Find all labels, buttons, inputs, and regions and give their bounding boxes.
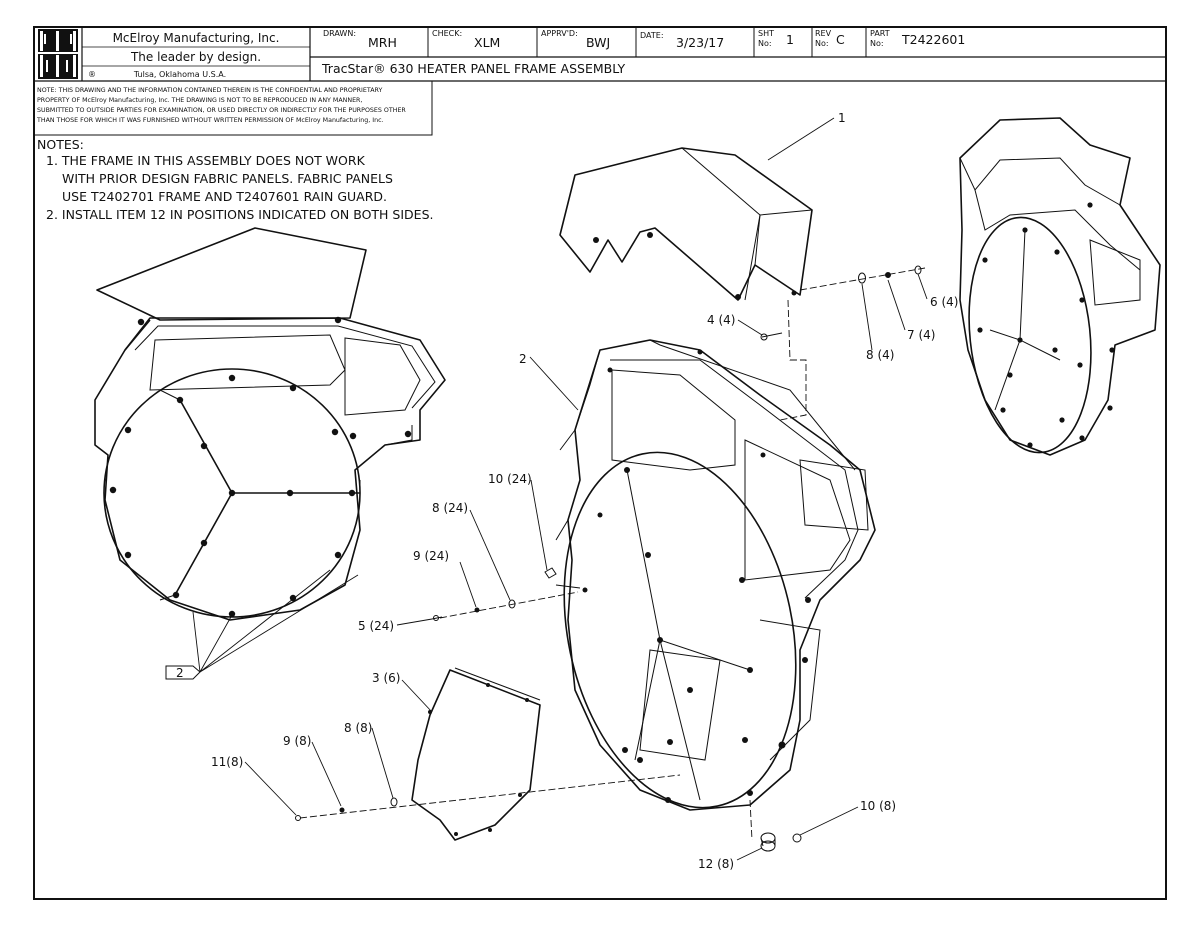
callout-labels: 1 2 3 (6) 4 (4) 5 (24) 6 (4) 7 (4) 8 (4)… [211,111,958,871]
notes-heading: NOTES: [37,137,84,152]
callout-item-7: 7 (4) [907,328,935,342]
callout-item-2: 2 [519,352,527,366]
proprietary-note-line: SUBMITTED TO OUTSIDE PARTIES FOR EXAMINA… [37,107,406,114]
proprietary-note-line: NOTE: THIS DRAWING AND THE INFORMATION C… [37,87,383,94]
rain-guard-item-1 [559,147,813,301]
callout-item-9-qty8: 9 (8) [283,734,311,748]
part-label-2: No: [870,39,884,48]
drawn-label: DRAWN: [323,29,356,38]
callout-item-8-qty8: 8 (8) [344,721,372,735]
note-line: 1. THE FRAME IN THIS ASSEMBLY DOES NOT W… [46,153,366,168]
note-line: 2. INSTALL ITEM 12 IN POSITIONS INDICATE… [46,207,433,222]
callout-item-3: 3 (6) [372,671,400,685]
callout-item-4: 4 (4) [707,313,735,327]
callout-item-1: 1 [838,111,846,125]
proprietary-note: NOTE: THIS DRAWING AND THE INFORMATION C… [33,80,433,136]
frame-item-2 [555,339,876,811]
callout-item-8-qty4: 8 (4) [866,348,894,362]
sheet-value: 1 [786,32,794,47]
callout-item-6: 6 (4) [930,295,958,309]
check-label: CHECK: [432,29,462,38]
note-line: USE T2402701 FRAME AND T2407601 RAIN GUA… [62,189,387,204]
right-assembly-view [959,117,1161,456]
approved-label: APPRV'D: [541,29,578,38]
callout-item-10-qty8: 10 (8) [860,799,896,813]
sheet-label-1: SHT [758,29,774,38]
title-block: McElroy Manufacturing, Inc. The leader b… [34,27,1166,82]
part-label-1: PART [870,29,890,38]
note-flag-label: 2 [176,666,184,680]
proprietary-note-line: PROPERTY OF McElroy Manufacturing, Inc. … [37,97,362,104]
panel-item-3 [411,667,541,841]
rev-value: C [836,32,845,47]
callout-item-10-qty24: 10 (24) [488,472,532,486]
left-assembly-view: 2 [94,227,446,680]
callout-item-11: 11(8) [211,755,243,769]
callout-item-5: 5 (24) [358,619,394,633]
note-line: WITH PRIOR DESIGN FABRIC PANELS. FABRIC … [62,171,393,186]
drawing-title: TracStar® 630 HEATER PANEL FRAME ASSEMBL… [321,61,626,76]
date-label: DATE: [640,31,664,40]
sheet-label-2: No: [758,39,772,48]
hardware [295,265,926,852]
assembly-notes: NOTES: 1. THE FRAME IN THIS ASSEMBLY DOE… [37,137,433,222]
registered-mark: ® [88,70,96,79]
mcelroy-logo [38,29,78,79]
approved-value: BWJ [586,35,610,50]
rev-label-2: No: [815,39,829,48]
date-value: 3/23/17 [676,35,724,50]
company-name: McElroy Manufacturing, Inc. [113,31,280,45]
company-tagline: The leader by design. [130,50,261,64]
callout-item-12: 12 (8) [698,857,734,871]
company-location: Tulsa, Oklahoma U.S.A. [133,70,226,79]
check-value: XLM [474,35,500,50]
sheet-border [33,26,1167,900]
callout-item-8-qty24: 8 (24) [432,501,468,515]
drawn-value: MRH [368,35,397,50]
callout-item-9-qty24: 9 (24) [413,549,449,563]
callout-leaders [244,117,928,861]
part-number: T2422601 [901,32,965,47]
proprietary-note-line: THAN THOSE FOR WHICH IT WAS FURNISHED WI… [36,117,384,124]
rev-label-1: REV [815,29,832,38]
